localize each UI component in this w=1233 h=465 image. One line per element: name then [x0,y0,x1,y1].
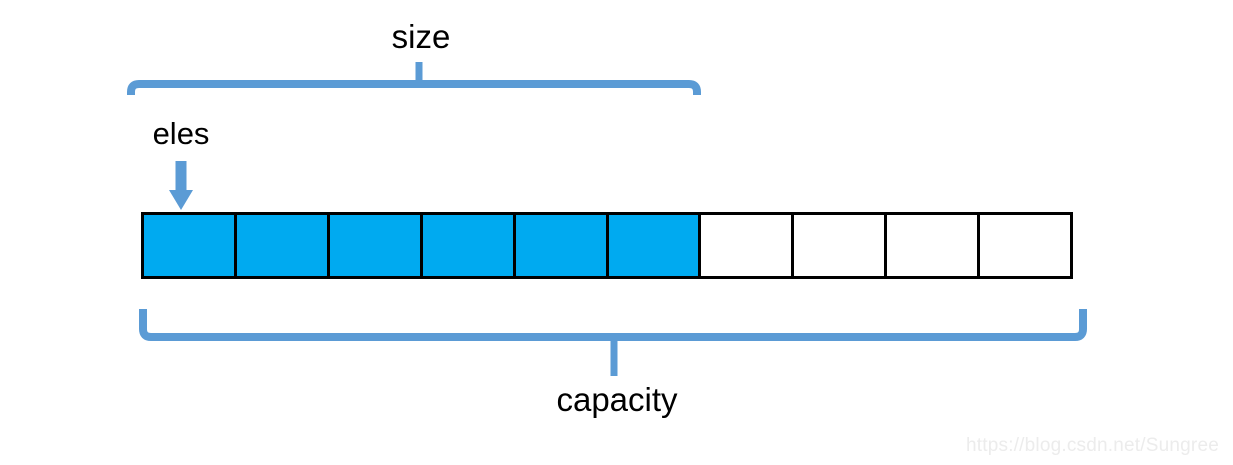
size-bracket [127,62,701,95]
capacity-label: capacity [556,381,678,418]
source-watermark: https://blog.csdn.net/Sungree [966,435,1219,456]
array-cell-1 [236,215,330,276]
array-cell-8 [887,215,981,276]
size-label: size [391,18,451,55]
eles-arrow-head [169,190,193,210]
eles-arrow [169,161,193,210]
capacity-bracket [139,309,1087,376]
array-cell-4 [515,215,609,276]
array-cell-2 [329,215,423,276]
array-boxes [141,212,1073,279]
array-cell-7 [794,215,888,276]
array-cell-0 [144,215,237,276]
eles-label: eles [152,116,210,151]
array-cell-3 [422,215,516,276]
array-cell-9 [980,215,1071,276]
array-cell-5 [608,215,702,276]
array-cell-6 [701,215,795,276]
